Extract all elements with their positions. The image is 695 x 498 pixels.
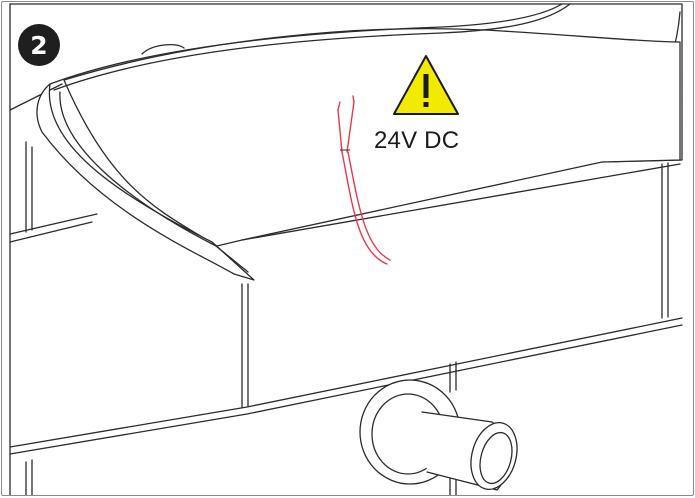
wall-top-edge — [241, 163, 681, 241]
gasket-inner — [53, 3, 571, 91]
wall-row-2b — [9, 324, 683, 455]
lid-bump — [141, 43, 185, 55]
wall-row-1 — [9, 221, 93, 243]
lid-curved-rib — [36, 83, 255, 281]
warning-triangle-icon — [393, 55, 459, 115]
wall-row-3 — [9, 213, 98, 235]
step-number-badge: 2 — [18, 24, 60, 66]
step-number: 2 — [30, 30, 48, 60]
wall-row-2 — [9, 317, 683, 448]
top-panel-edge — [9, 83, 63, 111]
gasket-outer — [49, 3, 563, 85]
power-wire — [337, 95, 391, 265]
voltage-label: 24V DC — [374, 127, 460, 154]
lid-curved-rib-inner — [59, 91, 249, 273]
post-end-inner — [479, 431, 513, 485]
